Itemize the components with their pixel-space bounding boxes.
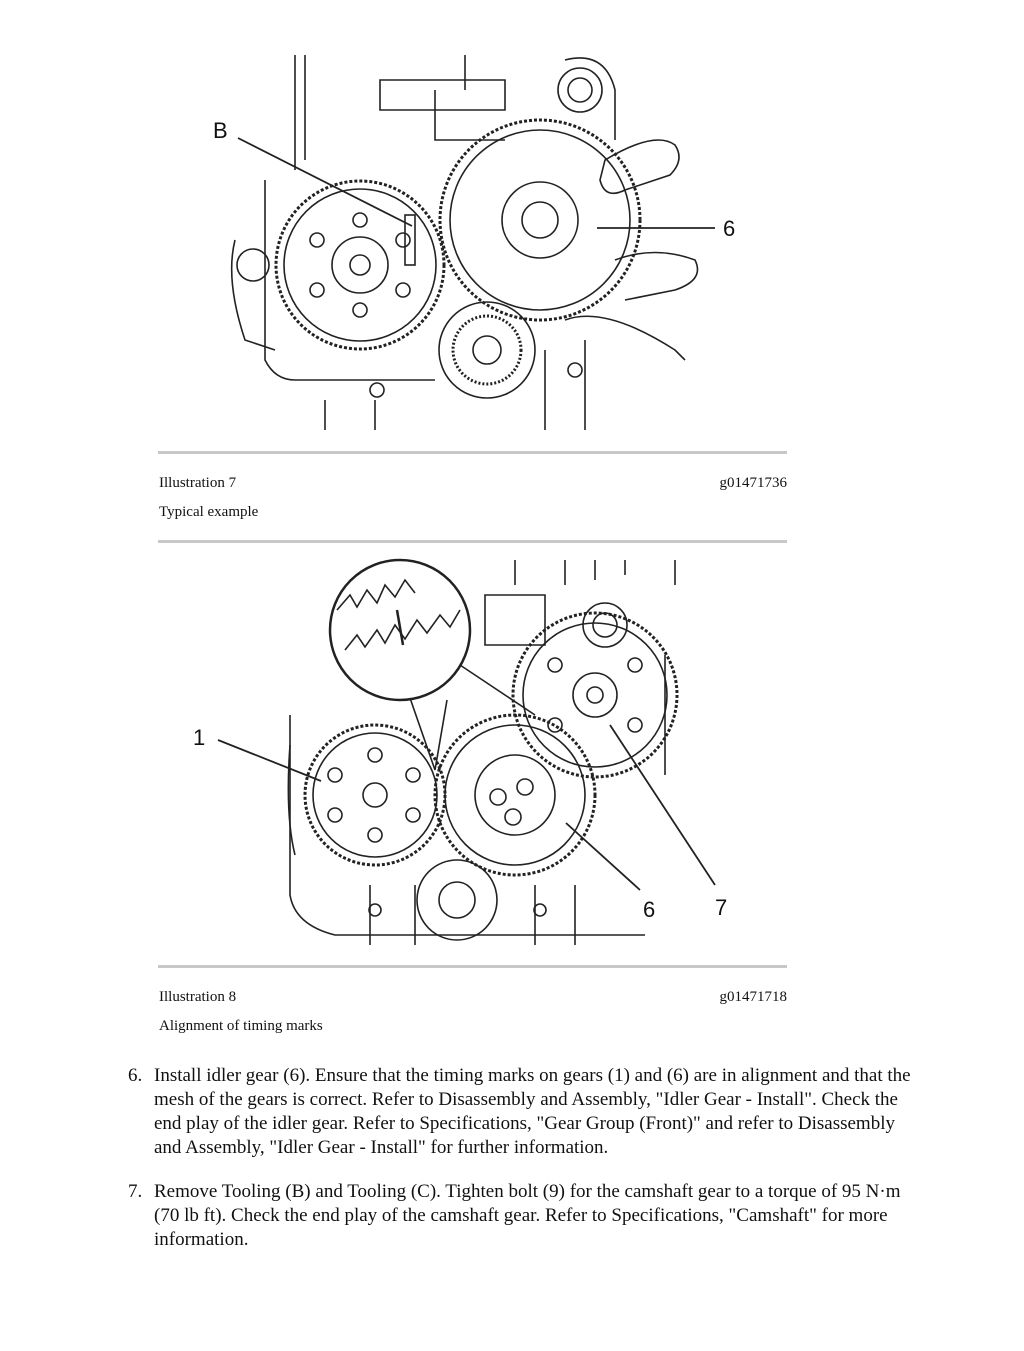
step-number: 6.	[128, 1065, 143, 1086]
illustration-label: Illustration 7	[159, 475, 237, 491]
caption-bottom-rule	[158, 540, 787, 543]
illustration-8-drawing: 1 6 7	[193, 558, 727, 945]
illustration-description: Alignment of timing marks	[159, 1018, 323, 1034]
illustration-7-drawing: B 6	[213, 55, 735, 430]
callout-6: 6	[643, 897, 655, 922]
callout-b: B	[213, 118, 228, 143]
caption-top-rule	[158, 965, 787, 968]
step-text: Remove Tooling (B) and Tooling (C). Tigh…	[154, 1181, 901, 1250]
illustration-id: g01471736	[719, 475, 788, 491]
illustration-id: g01471718	[719, 989, 788, 1005]
illustration-label: Illustration 8	[159, 989, 237, 1005]
step-number: 7.	[128, 1181, 143, 1202]
step-text: Install idler gear (6). Ensure that the …	[154, 1065, 911, 1158]
caption-top-rule	[158, 451, 787, 454]
step-6: 6. Install idler gear (6). Ensure that t…	[128, 1064, 928, 1160]
callout-6: 6	[723, 216, 735, 241]
illustration-description: Typical example	[159, 504, 259, 520]
step-7: 7. Remove Tooling (B) and Tooling (C). T…	[128, 1180, 928, 1252]
callout-7: 7	[715, 895, 727, 920]
callout-1: 1	[193, 725, 205, 750]
